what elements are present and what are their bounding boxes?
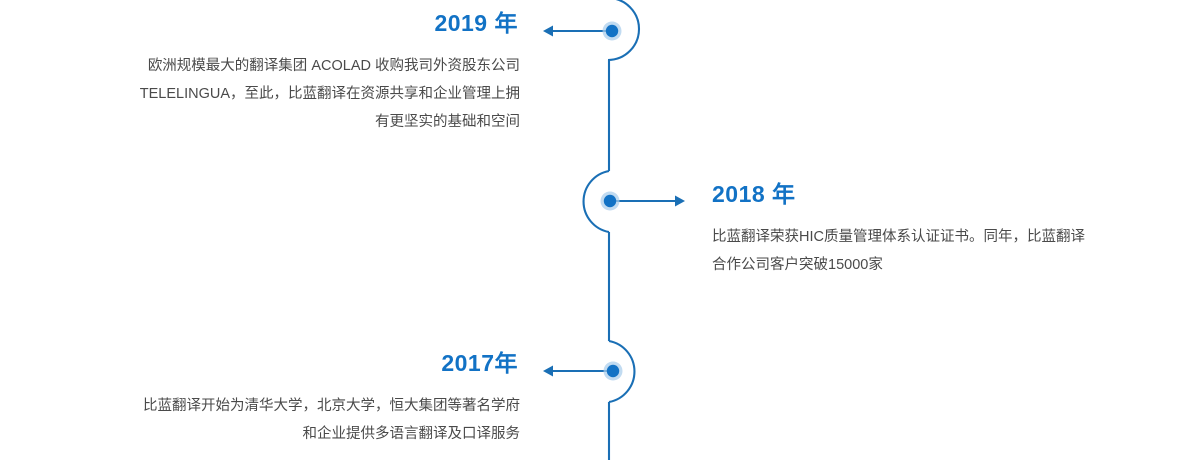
description-2018: 比蓝翻译荣获HIC质量管理体系认证证书。同年，比蓝翻译 合作公司客户突破1500… bbox=[712, 229, 1085, 273]
year-label-2017: 2017年 bbox=[441, 350, 518, 376]
connector-2018 bbox=[616, 195, 685, 207]
timeline-entry-2017: 2017年 比蓝翻译开始为清华大学，北京大学，恒大集团等著名学府 和企业提供多语… bbox=[0, 352, 520, 448]
year-label-2019: 2019 年 bbox=[434, 10, 518, 36]
timeline-entry-2019: 2019 年 欧洲规模最大的翻译集团 ACOLAD 收购我司外资股东公司 TEL… bbox=[0, 12, 520, 136]
year-label-2018: 2018 年 bbox=[712, 181, 796, 207]
arrow-right-icon-2018 bbox=[675, 195, 685, 207]
spine-arc-2017 bbox=[608, 339, 636, 404]
spine-arc-2018 bbox=[582, 169, 610, 234]
connector-2017 bbox=[543, 365, 607, 377]
node-2017[interactable] bbox=[603, 361, 623, 381]
description-2017: 比蓝翻译开始为清华大学，北京大学，恒大集团等著名学府 和企业提供多语言翻译及口译… bbox=[143, 398, 520, 442]
node-2019[interactable] bbox=[602, 21, 622, 41]
spine-arc-2019 bbox=[607, 0, 640, 62]
timeline-entry-2018: 2018 年 比蓝翻译荣获HIC质量管理体系认证证书。同年，比蓝翻译 合作公司客… bbox=[712, 183, 1182, 279]
arrow-left-icon-2017 bbox=[543, 365, 553, 377]
connector-2019 bbox=[543, 25, 606, 37]
node-2018[interactable] bbox=[600, 191, 620, 211]
arrow-left-icon-2019 bbox=[543, 25, 553, 37]
description-2019: 欧洲规模最大的翻译集团 ACOLAD 收购我司外资股东公司 TELELINGUA… bbox=[139, 58, 520, 130]
